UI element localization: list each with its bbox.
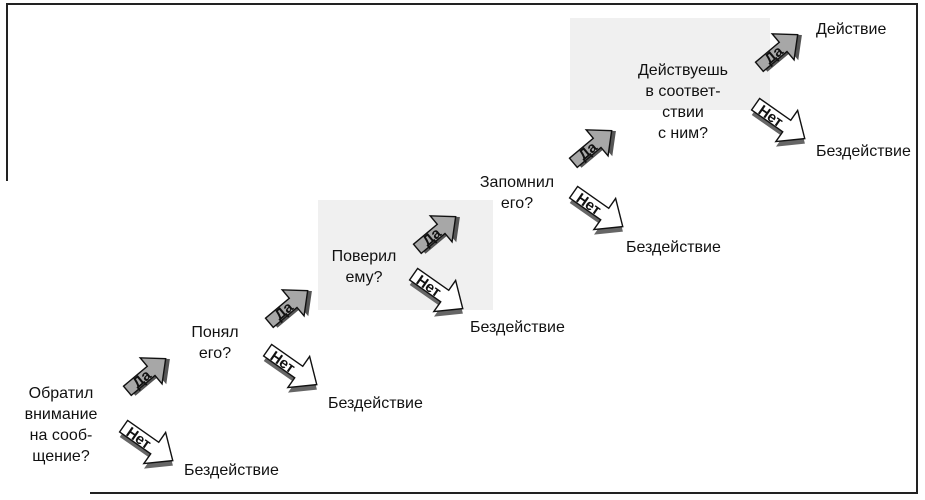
shaded-region-step-5 <box>570 18 770 110</box>
step-3-outcome-no: Бездействие <box>470 319 565 336</box>
frame-bottom-border <box>90 492 918 494</box>
no-arrow-2: Нет <box>262 343 318 393</box>
yes-arrow-3: Да <box>412 215 460 255</box>
no-arrow-5-shape <box>750 97 806 143</box>
no-arrow-1: Нет <box>118 419 174 469</box>
step-5-question: Действуешь в соответ- ствии с ним? <box>637 62 729 142</box>
step-2-question: Понял его? <box>191 324 239 362</box>
no-arrow-4-shape <box>568 185 624 231</box>
frame-left-border <box>6 3 8 181</box>
shaded-region-step-4 <box>318 200 493 310</box>
frame-right-border <box>916 3 918 493</box>
step-1-outcome-no: Бездействие <box>184 462 279 479</box>
step-5-outcome-yes: Действие <box>816 21 887 38</box>
step-3-question: Поверил ему? <box>331 248 397 286</box>
yes-arrow-5: Да <box>754 33 802 73</box>
step-5-outcome-no: Бездействие <box>816 143 911 160</box>
yes-arrow-4: Да <box>568 129 616 169</box>
no-arrow-3: Нет <box>408 267 464 317</box>
no-arrow-1-shape <box>118 419 174 465</box>
no-arrow-3-shape <box>408 267 464 313</box>
step-2-outcome-no: Бездействие <box>328 395 423 412</box>
no-arrow-4: Нет <box>568 185 624 235</box>
step-4-question: Запомнил его? <box>479 174 555 212</box>
no-arrow-2-shape <box>262 343 318 389</box>
frame-top-border <box>6 3 916 5</box>
step-1-question: Обратил внимание на сооб- щение? <box>24 385 98 465</box>
step-4-outcome-no: Бездействие <box>626 239 721 256</box>
yes-arrow-2-shape <box>264 289 309 329</box>
yes-arrow-4-shape <box>568 129 613 169</box>
no-arrow-5: Нет <box>750 97 806 147</box>
yes-arrow-2: Да <box>264 289 312 329</box>
yes-arrow-3-shape <box>412 215 457 255</box>
yes-arrow-5-shape <box>754 33 799 73</box>
yes-arrow-1-shape <box>122 357 167 397</box>
yes-arrow-1: Да <box>122 357 170 397</box>
